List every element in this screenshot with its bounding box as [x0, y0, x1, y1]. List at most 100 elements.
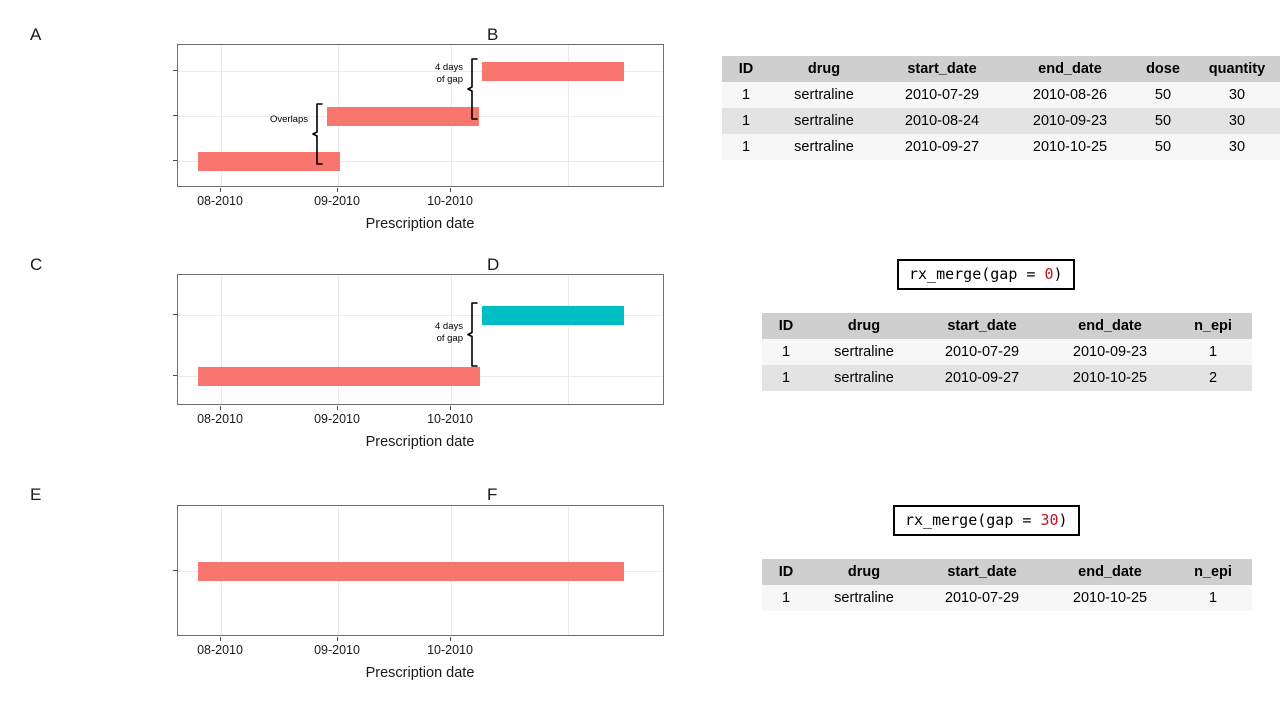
column-header-start-date: start_date [918, 559, 1046, 585]
cell-id: 1 [762, 339, 810, 365]
gridline-horizontal [178, 161, 663, 162]
gridline-vertical [221, 45, 222, 186]
cell-start-date: 2010-08-24 [878, 108, 1006, 134]
cell-dose: 50 [1134, 108, 1192, 134]
x-tick-label: 10-2010 [427, 643, 473, 657]
bar-prescription-3 [482, 62, 624, 81]
code-suffix: ) [1058, 511, 1068, 529]
y-tick-mark [173, 314, 177, 315]
column-header-n-epi: n_epi [1174, 313, 1252, 339]
table-row: 1 sertraline 2010-07-29 2010-10-25 1 [762, 585, 1252, 611]
x-tick-label: 09-2010 [314, 194, 360, 208]
table-row: 1 sertraline 2010-08-24 2010-09-23 50 30 [722, 108, 1280, 134]
panel-b-table: ID drug start_date end_date dose quantit… [722, 56, 1280, 160]
gridline-vertical [451, 275, 452, 404]
code-value: 30 [1040, 511, 1059, 529]
cell-drug: sertraline [810, 585, 918, 611]
cell-start-date: 2010-07-29 [918, 339, 1046, 365]
code-prefix: rx_merge(gap = [905, 511, 1041, 529]
cell-end-date: 2010-09-23 [1006, 108, 1134, 134]
column-header-id: ID [722, 56, 770, 82]
column-header-n-epi: n_epi [1174, 559, 1252, 585]
column-header-quantity: quantity [1192, 56, 1280, 82]
column-header-drug: drug [810, 313, 918, 339]
panel-letter-d: D [487, 255, 500, 274]
cell-dose: 50 [1134, 82, 1192, 108]
column-header-end-date: end_date [1046, 559, 1174, 585]
code-prefix: rx_merge(gap = [909, 265, 1045, 283]
x-tick-mark [450, 637, 451, 641]
gap-bracket-icon [467, 302, 481, 367]
panel-c-plot-area [177, 274, 664, 405]
gap-annotation-line1: 4 days [435, 321, 463, 333]
x-tick-label: 08-2010 [197, 194, 243, 208]
gap-annotation-line2: of gap [436, 333, 463, 344]
cell-drug: sertraline [810, 339, 918, 365]
overlap-bracket-icon [312, 103, 326, 165]
y-tick-mark [173, 570, 177, 571]
x-tick-label: 10-2010 [427, 412, 473, 426]
cell-quantity: 30 [1192, 108, 1280, 134]
column-header-start-date: start_date [878, 56, 1006, 82]
code-label-rx-merge-gap-0: rx_merge(gap = 0) [897, 259, 1075, 290]
cell-id: 1 [722, 108, 770, 134]
table-header-row: ID drug start_date end_date n_epi [762, 559, 1252, 585]
code-suffix: ) [1053, 265, 1063, 283]
panel-d-table: ID drug start_date end_date n_epi 1 sert… [762, 313, 1252, 391]
x-tick-label: 08-2010 [197, 412, 243, 426]
bar-treatment-episode-1 [198, 367, 480, 386]
table-row: 1 sertraline 2010-09-27 2010-10-25 50 30 [722, 134, 1280, 160]
panel-e-plot-area [177, 505, 664, 636]
gap-bracket-icon [467, 58, 481, 120]
x-tick-mark [450, 188, 451, 192]
x-axis-title: Prescription date [365, 216, 475, 232]
gap-annotation-line2: of gap [436, 74, 463, 85]
x-tick-label: 09-2010 [314, 643, 360, 657]
y-tick-mark [173, 70, 177, 71]
x-tick-label: 09-2010 [314, 412, 360, 426]
cell-id: 1 [762, 585, 810, 611]
table-row: 1 sertraline 2010-09-27 2010-10-25 2 [762, 365, 1252, 391]
cell-end-date: 2010-10-25 [1046, 365, 1174, 391]
code-label-rx-merge-gap-30: rx_merge(gap = 30) [893, 505, 1080, 536]
overlap-annotation-text: Overlaps [233, 114, 308, 126]
gridline-vertical [338, 275, 339, 404]
column-header-start-date: start_date [918, 313, 1046, 339]
cell-quantity: 30 [1192, 134, 1280, 160]
gap-annotation-text: 4 days of gap [391, 62, 463, 86]
cell-id: 1 [762, 365, 810, 391]
cell-end-date: 2010-10-25 [1006, 134, 1134, 160]
cell-start-date: 2010-09-27 [918, 365, 1046, 391]
x-tick-mark [450, 406, 451, 410]
panel-letter-e: E [30, 485, 42, 504]
gridline-vertical [568, 45, 569, 186]
gridline-vertical [568, 275, 569, 404]
x-tick-mark [337, 406, 338, 410]
bar-treatment-episode-2 [482, 306, 624, 325]
table-row: 1 sertraline 2010-07-29 2010-09-23 1 [762, 339, 1252, 365]
column-header-end-date: end_date [1046, 313, 1174, 339]
cell-id: 1 [722, 134, 770, 160]
table-row: 1 sertraline 2010-07-29 2010-08-26 50 30 [722, 82, 1280, 108]
x-axis-title: Prescription date [365, 434, 475, 450]
cell-n-epi: 2 [1174, 365, 1252, 391]
gap-annotation-text: 4 days of gap [391, 321, 463, 345]
panel-letter-f: F [487, 485, 498, 504]
cell-quantity: 30 [1192, 82, 1280, 108]
cell-start-date: 2010-07-29 [918, 585, 1046, 611]
cell-n-epi: 1 [1174, 339, 1252, 365]
panel-letter-a: A [30, 25, 42, 44]
cell-n-epi: 1 [1174, 585, 1252, 611]
column-header-drug: drug [810, 559, 918, 585]
column-header-id: ID [762, 559, 810, 585]
column-header-end-date: end_date [1006, 56, 1134, 82]
gridline-horizontal [178, 71, 663, 72]
x-tick-mark [337, 637, 338, 641]
cell-start-date: 2010-07-29 [878, 82, 1006, 108]
x-axis-title: Prescription date [365, 665, 475, 681]
cell-end-date: 2010-10-25 [1046, 585, 1174, 611]
bar-prescription-2 [327, 107, 479, 126]
x-tick-mark [337, 188, 338, 192]
table-header-row: ID drug start_date end_date n_epi [762, 313, 1252, 339]
overlap-annotation-line1: Overlaps [269, 114, 308, 126]
